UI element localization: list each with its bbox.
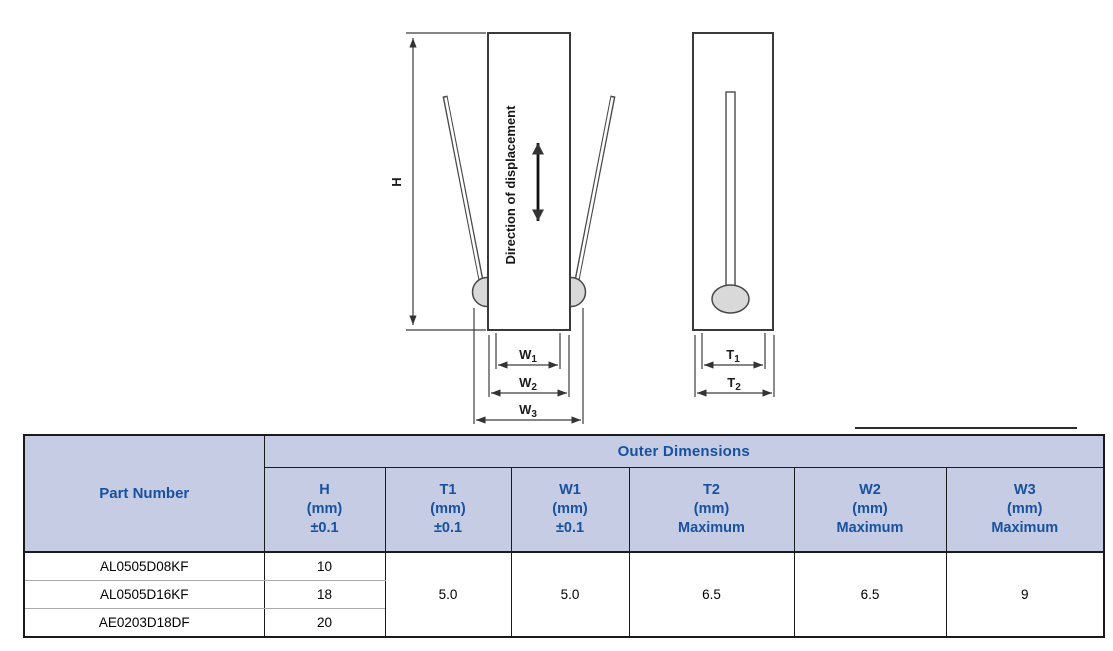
dimension-diagram: H Direction of displacement W1 W2 W3 (389, 32, 775, 424)
part-number-cell: AE0203D18DF (23, 608, 265, 638)
w3-dimension: W3 (473, 308, 584, 424)
w3-dimension-label: W3 (519, 402, 537, 420)
t2-dimension: T2 (694, 335, 775, 397)
t1-value-cell: 5.0 (384, 551, 512, 638)
part-number-cell: AL0505D16KF (23, 580, 265, 609)
column-header-row: H (mm) ±0.1 T1 (mm) ±0.1 W1 (mm) ±0.1 T2… (24, 467, 1105, 553)
height-dimension-label: H (389, 177, 404, 186)
part-number-cell: AL0505D08KF (23, 551, 265, 581)
w1-dimension: W1 (495, 333, 561, 369)
t2-value-cell: 6.5 (628, 551, 795, 638)
w2-dimension: W2 (488, 335, 570, 397)
direction-of-displacement-label: Direction of displacement (503, 105, 518, 265)
column-header-t1: T1 (mm) ±0.1 (384, 467, 512, 553)
group-header-row: Part Number Outer Dimensions (23, 434, 1105, 553)
column-header-h: H (mm) ±0.1 (263, 467, 386, 553)
w1-value-cell: 5.0 (510, 551, 630, 638)
t1-dimension-label: T1 (726, 347, 740, 365)
w2-value-cell: 6.5 (793, 551, 947, 638)
table-row: AL0505D16KF 18 (23, 580, 1104, 609)
lead-wire-right (574, 95, 616, 281)
column-header-t2: T2 (mm) Maximum (628, 467, 795, 553)
column-header-w1: W1 (mm) ±0.1 (510, 467, 630, 553)
t2-dimension-label: T2 (727, 375, 741, 393)
w3-value-cell: 9 (945, 551, 1105, 638)
part-number-header: Part Number (23, 434, 265, 553)
column-header-w3: W3 (mm) Maximum (945, 467, 1105, 553)
height-dimension-line: H (389, 32, 486, 331)
h-value-cell: 20 (263, 608, 386, 638)
outer-dimensions-table: Part Number Outer Dimensions H (mm) ±0.1… (23, 434, 1106, 638)
lead-wire-left (442, 95, 484, 281)
w2-dimension-label: W2 (519, 375, 537, 393)
stray-rule-line (855, 427, 1077, 429)
column-header-w2: W2 (mm) Maximum (793, 467, 947, 553)
h-value-cell: 18 (263, 580, 386, 609)
front-view-body (487, 32, 571, 331)
side-view-lead (725, 91, 736, 294)
solder-bead-side (711, 284, 750, 314)
h-value-cell: 10 (263, 551, 386, 581)
w1-dimension-label: W1 (519, 347, 537, 365)
table-row: AL0505D08KF 10 5.0 5.0 6.5 6.5 9 (23, 551, 1105, 638)
t1-dimension: T1 (701, 333, 766, 369)
table-row: AE0203D18DF 20 (23, 608, 1104, 638)
outer-dimensions-header: Outer Dimensions (263, 434, 1105, 468)
